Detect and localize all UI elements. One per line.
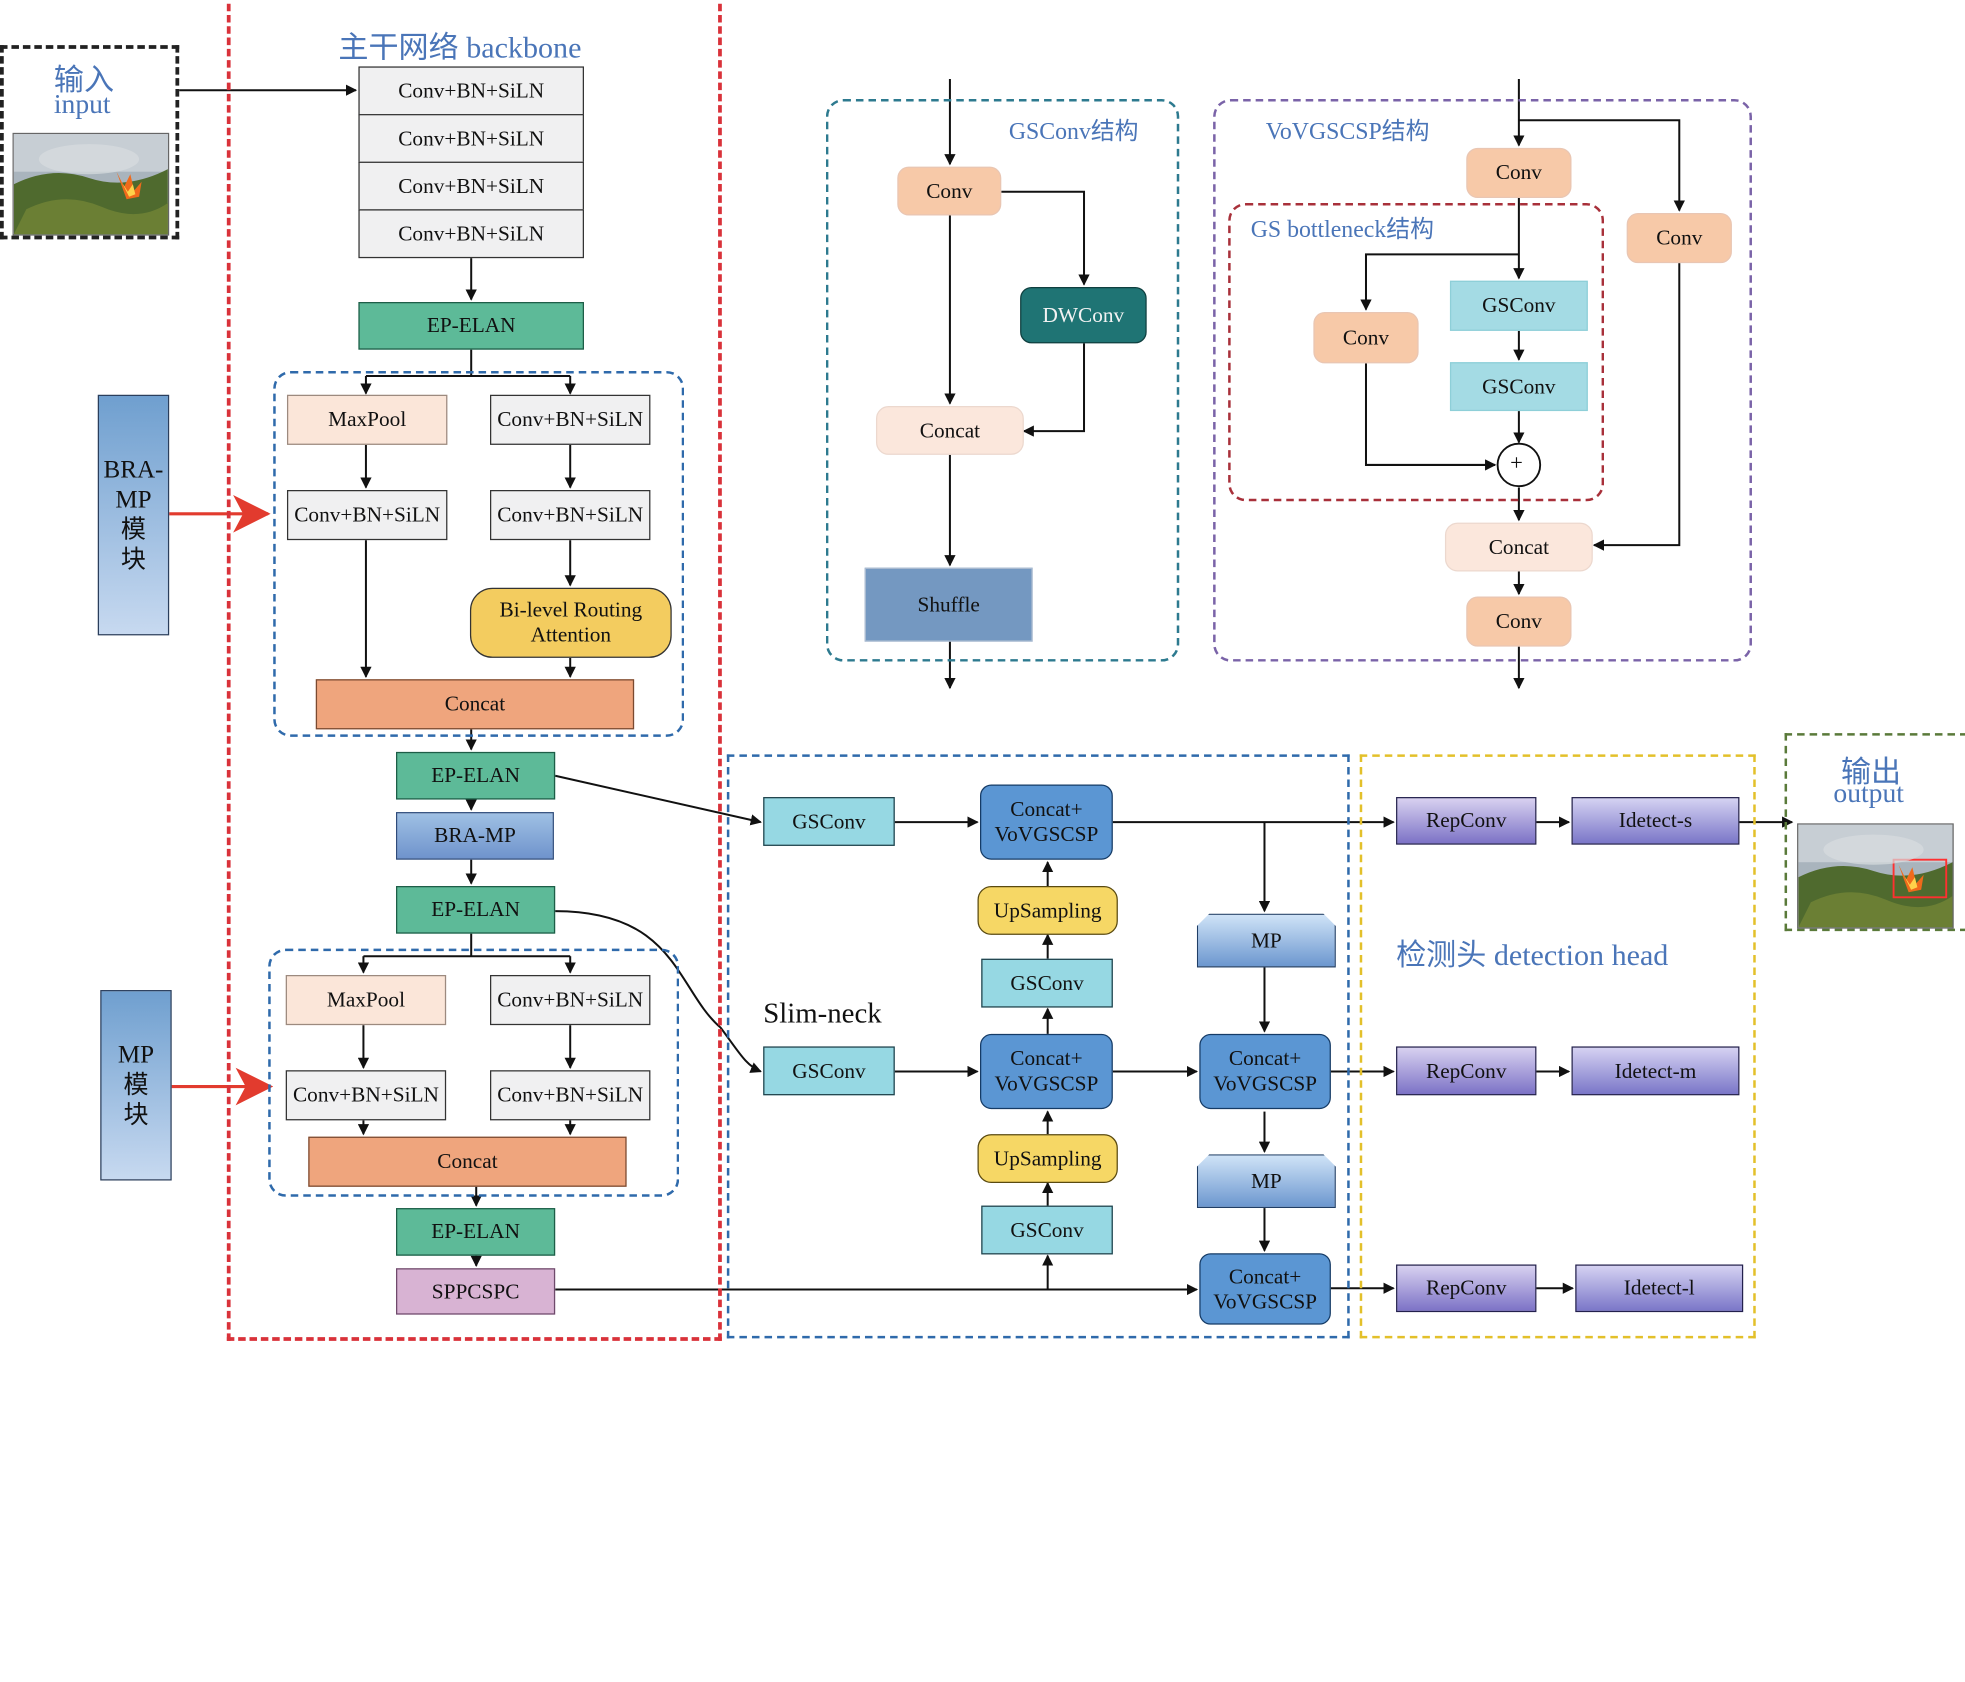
vov-struct-conv-right: Conv — [1626, 213, 1732, 264]
vov-struct-concat: Concat — [1444, 522, 1593, 572]
bra-concat: Concat — [315, 679, 635, 730]
gs-bottleneck-title: GS bottleneck结构 — [1250, 216, 1434, 244]
mp-module-label: MP 模 块 — [100, 990, 172, 1181]
neck-upsampling-2: UpSampling — [977, 1134, 1118, 1184]
head-idetect-m: Idetect-m — [1571, 1046, 1740, 1096]
mp-maxpool: MaxPool — [285, 974, 447, 1026]
stem-conv-3: Conv+BN+SiLN — [358, 161, 584, 211]
head-region — [1359, 754, 1756, 1339]
bra-mp-module-region — [273, 370, 685, 737]
neck-vov-right-low: Concat+ VoVGSCSP — [1199, 1253, 1331, 1325]
stem-conv-2: Conv+BN+SiLN — [358, 114, 584, 163]
gsconv-struct-conv: Conv — [897, 166, 1002, 216]
bra-maxpool: MaxPool — [286, 394, 448, 445]
bra-mp-label-line-2: MP — [115, 486, 152, 514]
gsconv-struct-shuffle: Shuffle — [864, 567, 1033, 642]
head-idetect-s: Idetect-s — [1571, 797, 1740, 845]
mp-right-conv-1: Conv+BN+SiLN — [490, 974, 651, 1026]
backbone-title: 主干网络 backbone — [338, 32, 582, 66]
neck-gsconv-top: GSConv — [763, 797, 895, 846]
bra-mp-block: BRA-MP — [396, 812, 554, 860]
bra-mp-label-line-4: 块 — [120, 546, 146, 574]
neck-gsconv-mid: GSConv — [763, 1046, 895, 1096]
output-region — [1784, 733, 1965, 932]
vov-struct-region — [1213, 99, 1752, 662]
slim-neck-title: Slim-neck — [763, 997, 882, 1029]
bra-mp-module-label: BRA- MP 模 块 — [97, 394, 170, 636]
mp-right-conv-2: Conv+BN+SiLN — [490, 1070, 651, 1121]
neck-upsampling-1: UpSampling — [977, 886, 1118, 935]
ep-elan-4: EP-ELAN — [396, 1208, 556, 1256]
mp-left-conv: Conv+BN+SiLN — [285, 1070, 447, 1121]
bra-left-conv: Conv+BN+SiLN — [286, 490, 448, 541]
neck-gsconv-up: GSConv — [981, 958, 1113, 1008]
mp-label-line-3: 块 — [123, 1101, 149, 1130]
vov-struct-plus: + — [1510, 449, 1523, 475]
neck-gsconv-low: GSConv — [981, 1205, 1113, 1255]
bra-mp-label-line-3: 模 — [120, 516, 146, 544]
edge-epelan2-gsconv — [554, 774, 762, 826]
gsconv-struct-dwconv: DWConv — [1020, 286, 1147, 344]
neck-vov-right-mid: Concat+ VoVGSCSP — [1199, 1033, 1331, 1110]
neck-vov-mid: Concat+ VoVGSCSP — [980, 1033, 1113, 1110]
vov-struct-title: VoVGSCSP结构 — [1265, 119, 1430, 146]
output-title-en: output — [1833, 776, 1904, 809]
gsconv-struct-title: GSConv结构 — [1008, 119, 1139, 146]
backbone-region — [226, 0, 722, 1341]
ep-elan-1: EP-ELAN — [358, 302, 584, 350]
connector-lines — [169, 78, 1794, 1296]
mp-concat: Concat — [308, 1136, 627, 1187]
input-image — [12, 132, 170, 236]
input-region — [0, 45, 180, 240]
neck-vov-top: Concat+ VoVGSCSP — [980, 784, 1113, 860]
vov-struct-conv-left: Conv — [1313, 312, 1419, 364]
sppcspc: SPPCSPC — [396, 1268, 556, 1315]
bra-right-conv-2: Conv+BN+SiLN — [490, 490, 651, 541]
head-repconv-l: RepConv — [1396, 1264, 1537, 1313]
stem-conv-1: Conv+BN+SiLN — [358, 66, 584, 116]
input-title-cn: 输入 — [53, 65, 115, 98]
detect-head-title: 检测头 detection head — [1396, 939, 1669, 973]
input-title-en: input — [53, 87, 111, 120]
gsconv-struct-region — [825, 99, 1180, 662]
bi-level-routing-attention: Bi-level Routing Attention — [469, 587, 672, 658]
mp-label-line-1: MP — [117, 1041, 155, 1069]
stem-conv-4: Conv+BN+SiLN — [358, 209, 584, 259]
bra-mp-label-line-1: BRA- — [103, 456, 164, 484]
mp-label-line-2: 模 — [123, 1071, 149, 1100]
vov-struct-gsconv-1: GSConv — [1449, 280, 1588, 331]
edge-epelan3-gsconv — [555, 910, 762, 1073]
head-idetect-l: Idetect-l — [1575, 1264, 1744, 1313]
neck-mp-2: MP — [1197, 1154, 1336, 1208]
output-title-cn: 输出 — [1840, 756, 1902, 790]
head-repconv-m: RepConv — [1396, 1046, 1537, 1096]
vov-struct-conv-top: Conv — [1466, 147, 1572, 199]
output-image — [1797, 823, 1954, 929]
ep-elan-3: EP-ELAN — [396, 886, 556, 934]
mp-module-region — [268, 948, 680, 1197]
ep-elan-2: EP-ELAN — [396, 751, 556, 800]
head-repconv-s: RepConv — [1396, 797, 1537, 845]
neck-region — [726, 754, 1350, 1339]
plus-circle — [1496, 442, 1542, 488]
bra-right-conv-1: Conv+BN+SiLN — [490, 394, 651, 445]
gs-bottleneck-region — [1228, 203, 1605, 502]
vov-struct-gsconv-2: GSConv — [1449, 362, 1588, 412]
vov-struct-conv-bottom: Conv — [1466, 596, 1572, 647]
neck-mp-1: MP — [1197, 914, 1336, 968]
gsconv-struct-concat: Concat — [875, 406, 1024, 455]
